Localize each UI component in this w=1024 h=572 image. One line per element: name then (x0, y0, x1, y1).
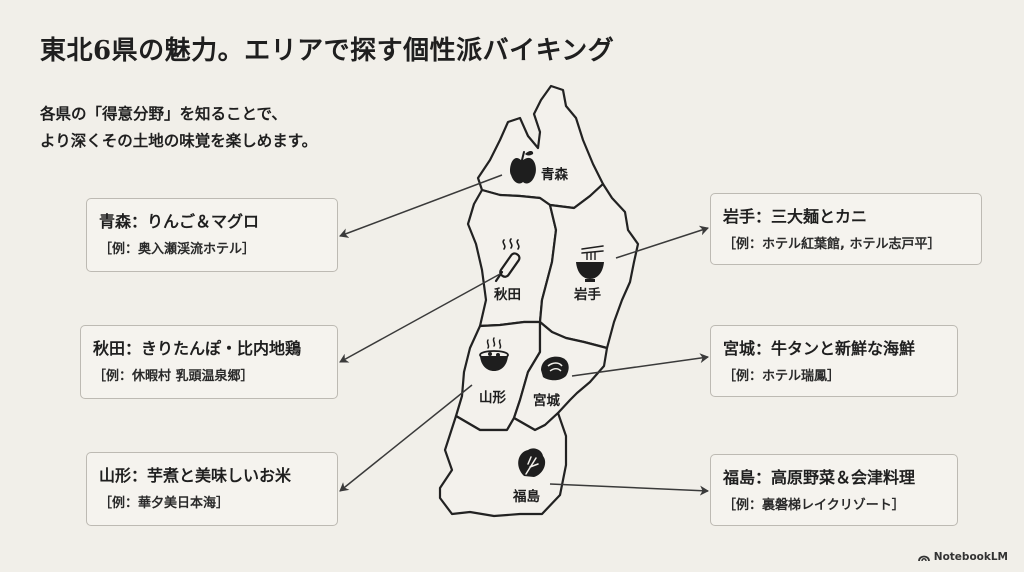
map-label-miyagi: 宮城 (533, 393, 560, 409)
subtitle-line-1: 各県の「得意分野」を知ることで、 (40, 105, 287, 123)
card-iwate-heading: 岩手：三大麺とカニ (723, 207, 868, 226)
card-yamagata: 山形：芋煮と美味しいお米 ［例：華夕美日本海］ (86, 452, 338, 526)
noodle-bowl-icon (576, 245, 604, 282)
card-akita: 秋田：きりたんぽ・比内地鶏 ［例：休暇村 乳頭温泉郷］ (80, 325, 338, 399)
beef-tongue-icon (541, 356, 569, 381)
map-label-akita: 秋田 (494, 287, 521, 303)
card-miyagi-heading: 宮城：牛タンと新鮮な海鮮 (723, 339, 916, 358)
fukushima-region (438, 411, 568, 518)
card-akita-heading: 秋田：きりたんぽ・比内地鶏 (93, 339, 302, 358)
map-label-yamagata: 山形 (479, 390, 506, 406)
connector-yamagata (339, 384, 473, 492)
brand-name: NotebookLM (933, 551, 1008, 563)
subtitle-line-2: より深くその土地の味覚を楽しめます。 (40, 132, 318, 150)
connector-aomori (339, 174, 503, 238)
card-miyagi-example: ［例：ホテル瑞鳳］ (723, 369, 841, 384)
card-yamagata-heading: 山形：芋煮と美味しいお米 (99, 466, 292, 485)
apple-icon (510, 150, 536, 184)
card-fukushima-heading: 福島：高原野菜＆会津料理 (723, 468, 916, 487)
card-yamagata-example: ［例：華夕美日本海］ (99, 496, 230, 511)
connector-miyagi (571, 353, 709, 377)
card-aomori: 青森：りんご＆マグロ ［例：奥入瀬渓流ホテル］ (86, 198, 338, 272)
card-fukushima-example: ［例：裏磐梯レイクリゾート］ (723, 498, 905, 513)
aomori-region (476, 84, 605, 210)
map-label-iwate: 岩手 (574, 287, 601, 303)
subtitle: 各県の「得意分野」を知ることで、 より深くその土地の味覚を楽しめます。 (40, 101, 317, 155)
map-label-fukushima: 福島 (513, 489, 540, 505)
card-fukushima: 福島：高原野菜＆会津料理 ［例：裏磐梯レイクリゾート］ (710, 454, 958, 526)
vegetable-icon (518, 448, 546, 477)
card-miyagi: 宮城：牛タンと新鮮な海鮮 ［例：ホテル瑞鳳］ (710, 325, 958, 397)
map-label-aomori: 青森 (541, 167, 568, 183)
kiritanpo-icon (494, 238, 521, 283)
card-akita-example: ［例：休暇村 乳頭温泉郷］ (93, 369, 254, 384)
brand-watermark: NotebookLM (917, 551, 1008, 563)
card-iwate-example: ［例：ホテル紅葉館, ホテル志戸平］ (723, 237, 941, 252)
card-iwate: 岩手：三大麺とカニ ［例：ホテル紅葉館, ホテル志戸平］ (710, 193, 982, 265)
notebooklm-logo-icon (917, 555, 930, 562)
imoni-pot-icon (479, 337, 509, 371)
card-aomori-heading: 青森：りんご＆マグロ (99, 212, 260, 231)
connector-iwate (615, 225, 709, 259)
card-aomori-example: ［例：奥入瀬渓流ホテル］ (99, 242, 256, 257)
page-title: 東北6県の魅力。エリアで探す個性派バイキング (40, 36, 615, 66)
connector-akita (339, 273, 501, 363)
connector-fukushima (549, 483, 709, 496)
